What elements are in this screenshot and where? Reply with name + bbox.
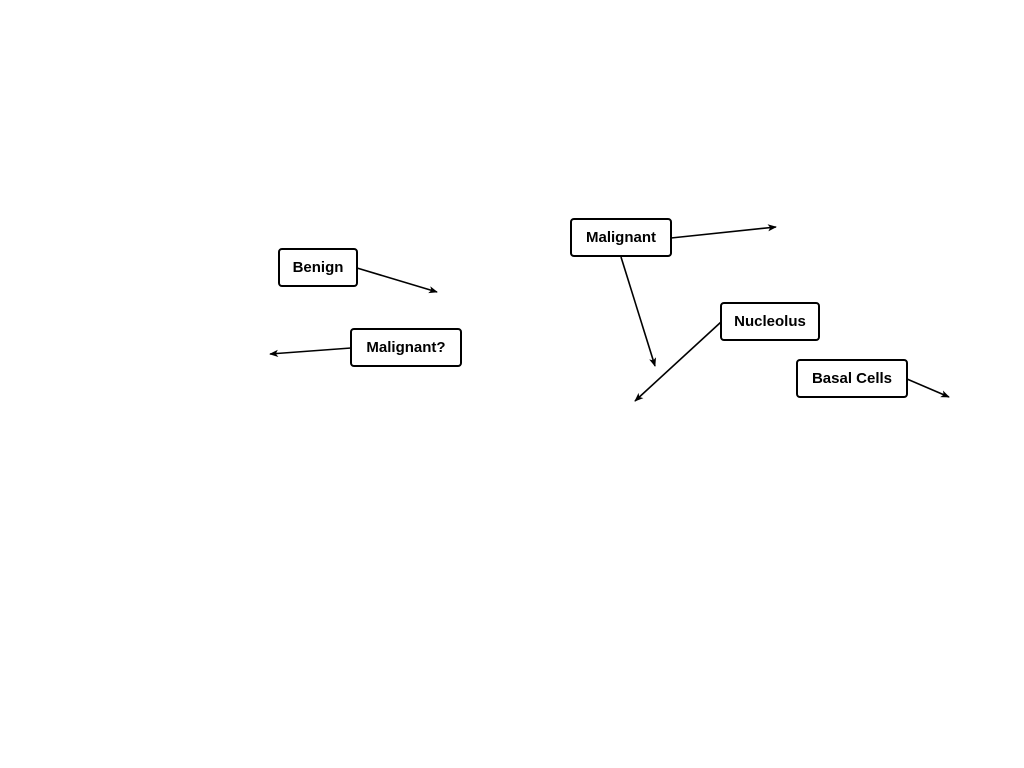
label-basal-cells: Basal Cells <box>796 359 908 398</box>
arrow-basal-cells <box>906 378 950 398</box>
label-malignant-text: Malignant <box>586 229 656 246</box>
label-nucleolus-text: Nucleolus <box>734 313 806 330</box>
label-malignant-question-text: Malignant? <box>366 339 446 356</box>
arrow-malignant-down <box>620 256 657 367</box>
arrow-benign <box>356 267 438 294</box>
arrow-malignant-question <box>269 347 352 357</box>
arrow-nucleolus <box>634 321 722 402</box>
arrow-malignant-right <box>670 224 777 239</box>
label-benign: Benign <box>278 248 358 287</box>
label-benign-text: Benign <box>292 259 344 276</box>
label-basal-cells-text: Basal Cells <box>811 370 893 387</box>
label-nucleolus: Nucleolus <box>720 302 820 341</box>
label-malignant: Malignant <box>570 218 672 257</box>
label-malignant-question: Malignant? <box>350 328 462 367</box>
